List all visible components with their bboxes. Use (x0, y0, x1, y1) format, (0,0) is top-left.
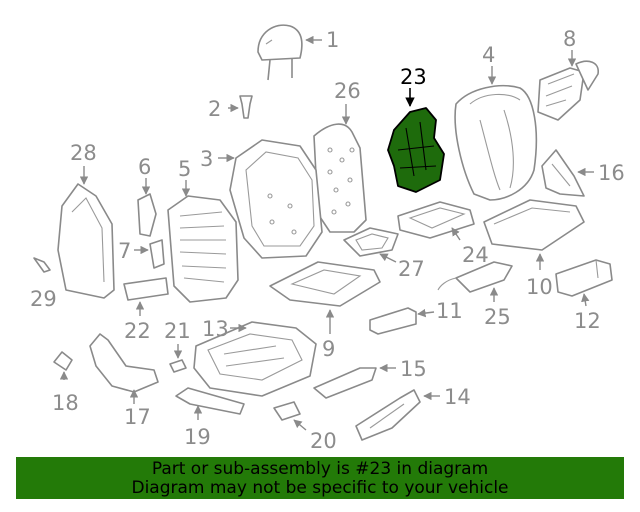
part-20-block[interactable]: 20 (273, 401, 337, 453)
part-13-seat-track[interactable]: 13 (193, 317, 317, 397)
callout-26: 26 (334, 79, 361, 103)
part-25-wire-harness[interactable]: 25 (437, 261, 513, 329)
callout-6: 6 (138, 155, 151, 179)
part-23-highlighted[interactable]: 23 (387, 65, 445, 193)
callout-22: 22 (124, 319, 151, 343)
part-21-clip[interactable]: 21 (164, 319, 191, 373)
callout-2: 2 (208, 97, 221, 121)
callout-16: 16 (598, 161, 625, 185)
part-26-back-pad[interactable]: 26 (313, 79, 367, 233)
callout-11: 11 (436, 299, 463, 323)
callout-12: 12 (574, 309, 601, 333)
part-6-bracket[interactable]: 6 (137, 155, 157, 237)
part-3-backrest-cushion[interactable]: 3 (200, 139, 323, 259)
callout-21: 21 (164, 319, 191, 343)
callout-7: 7 (118, 239, 131, 263)
part-16-side-trim[interactable]: 16 (541, 149, 625, 197)
part-14-rail-cover[interactable]: 14 (355, 385, 471, 441)
callout-15: 15 (400, 357, 427, 381)
callout-5: 5 (178, 157, 191, 181)
callout-23: 23 (400, 65, 427, 89)
part-7-small-bracket[interactable]: 7 (118, 239, 165, 269)
part-27-panel[interactable]: 27 (343, 227, 425, 281)
callout-29: 29 (30, 287, 57, 311)
part-12-bolster[interactable]: 12 (555, 259, 613, 333)
callout-4: 4 (482, 43, 495, 67)
callout-20: 20 (310, 429, 337, 453)
part-18-knob[interactable]: 18 (52, 351, 79, 415)
callout-28: 28 (70, 141, 97, 165)
part-29-clip[interactable]: 29 (30, 257, 57, 311)
callout-13: 13 (202, 317, 229, 341)
callout-8: 8 (563, 27, 576, 51)
part-15-tray[interactable]: 15 (313, 357, 427, 399)
callout-3: 3 (200, 147, 213, 171)
callout-27: 27 (398, 257, 425, 281)
part-17-side-cover[interactable]: 17 (89, 333, 159, 429)
info-banner: Part or sub-assembly is #23 in diagram D… (16, 457, 624, 499)
part-28-side-shield[interactable]: 28 (57, 141, 115, 299)
part-4-backrest-cover[interactable]: 4 (454, 43, 538, 201)
callout-24: 24 (462, 243, 489, 267)
part-2-headrest-guide[interactable]: 2 (208, 95, 253, 121)
callout-10: 10 (526, 275, 553, 299)
part-5-backrest-frame[interactable]: 5 (167, 157, 239, 303)
callout-18: 18 (52, 391, 79, 415)
callout-1: 1 (326, 28, 339, 52)
callout-14: 14 (444, 385, 471, 409)
callout-17: 17 (124, 405, 151, 429)
part-19-trim-strip[interactable]: 19 (175, 387, 245, 449)
seat-parts-diagram: 1 2 26 3 23 (30, 24, 625, 453)
banner-line-2: Diagram may not be specific to your vehi… (131, 478, 509, 498)
part-9-seat-pan[interactable]: 9 (269, 261, 381, 361)
part-22-switch[interactable]: 22 (123, 277, 169, 343)
part-11-pad[interactable]: 11 (369, 299, 463, 335)
callout-19: 19 (184, 425, 211, 449)
banner-line-1: Part or sub-assembly is #23 in diagram (151, 459, 489, 479)
callout-9: 9 (322, 337, 335, 361)
part-8-bracket[interactable]: 8 (537, 27, 599, 121)
part-1-headrest[interactable]: 1 (257, 24, 339, 81)
part-10-cushion-cover[interactable]: 10 (483, 199, 585, 299)
callout-25: 25 (484, 305, 511, 329)
part-24-tray[interactable]: 24 (397, 201, 489, 267)
